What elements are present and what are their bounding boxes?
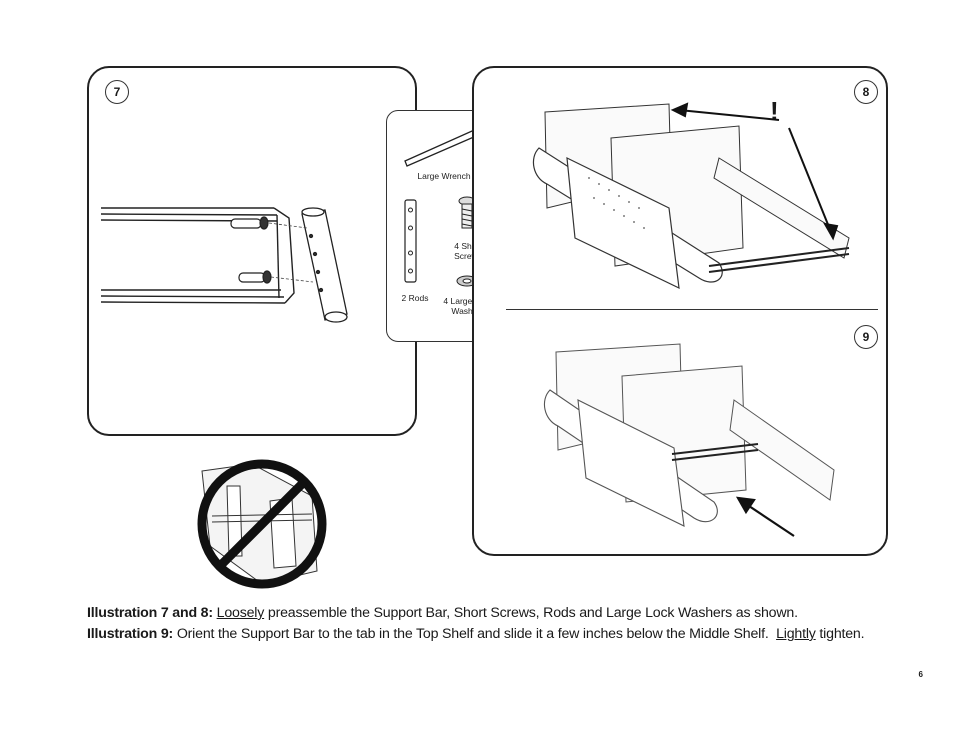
step-9-badge: 9 — [854, 325, 878, 349]
illustration-8-drawing — [532, 102, 850, 290]
caption-1-emphasis: Loosely — [216, 605, 265, 621]
caption-2-label: Illustration 9: — [87, 626, 174, 642]
caption-line-1: Illustration 7 and 8: Loosely preassembl… — [87, 603, 907, 624]
illustration-7-panel: 7 — [87, 66, 417, 436]
caption-2-end: tighten. — [815, 626, 865, 642]
caption-2-emphasis: Lightly — [776, 626, 816, 642]
illustration-7-drawing — [100, 207, 348, 323]
illustration-9-drawing — [543, 343, 835, 537]
rods-label: 2 Rods — [401, 293, 429, 303]
illustration-8-9-panel: 8 9 ! — [472, 66, 888, 556]
short-screws-label: 4 Short Screws — [454, 241, 482, 261]
warning-mark: ! — [770, 96, 779, 126]
incorrect-orientation-illustration — [197, 459, 327, 589]
instructions-caption: Illustration 7 and 8: Loosely preassembl… — [87, 603, 907, 645]
panel-divider — [506, 309, 878, 310]
rod-icon — [404, 199, 417, 283]
large-lock-washers-label: 4 Large Lock Washers — [443, 296, 493, 316]
caption-1-label: Illustration 7 and 8: — [87, 605, 213, 621]
caption-line-2: Illustration 9: Orient the Support Bar t… — [87, 624, 907, 645]
step-7-badge: 7 — [105, 80, 129, 104]
caption-1-text: preassemble the Support Bar, Short Screw… — [264, 605, 798, 621]
page-number: 6 — [918, 670, 923, 679]
large-wrench-label: Large Wrench — [417, 171, 471, 181]
step-8-badge: 8 — [854, 80, 878, 104]
caption-2-text: Orient the Support Bar to the tab in the… — [173, 626, 777, 642]
